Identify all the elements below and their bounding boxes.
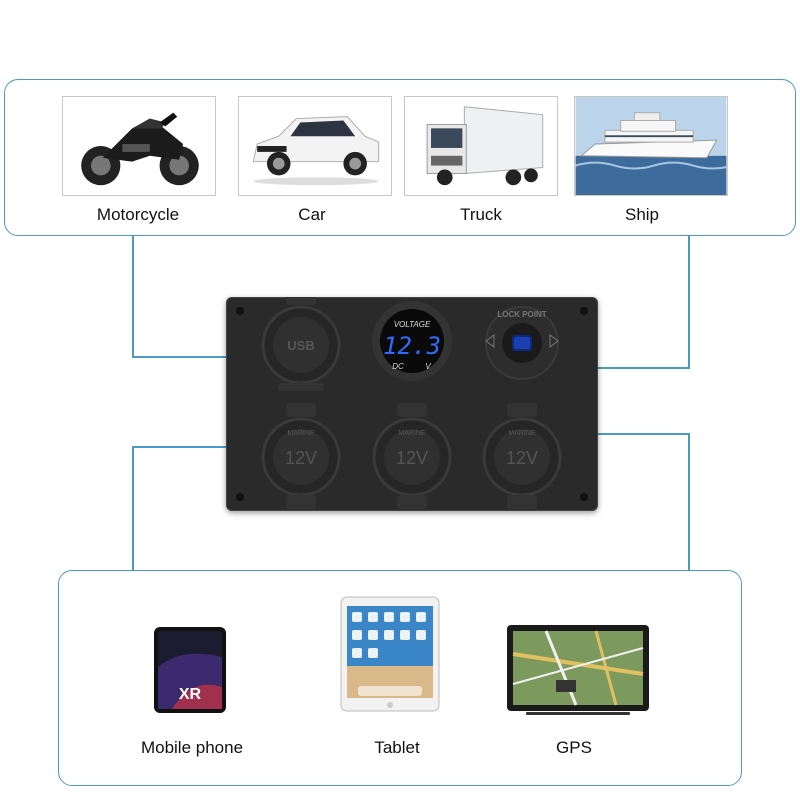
vehicle-label-truck: Truck [460,205,502,224]
gps-icon [507,625,649,715]
device-label-gps: GPS [556,738,592,757]
gps-image [506,624,650,716]
connector-line [688,236,690,368]
truck-icon [405,97,557,195]
mobile-phone-image: XR [152,627,228,713]
device-label-tablet: Tablet [374,738,420,757]
usb-socket[interactable]: USB [261,297,341,391]
connector-line [598,367,690,369]
phone-icon: XR [154,627,226,713]
socket-rating: 12V [506,448,538,468]
motorcycle-image [62,96,216,196]
truck-image [404,96,558,196]
connector-line [132,236,134,357]
switch-label: LOCK POINT [497,310,546,319]
ship-icon [575,97,727,195]
usb-socket-label: USB [287,338,314,353]
connector-line [132,446,226,448]
connector-line [598,433,690,435]
motorcycle-icon [63,97,215,195]
voltmeter-dc: DC [392,362,404,371]
vehicle-label-car: Car [298,205,326,224]
ship-image [574,96,728,196]
car-image [238,96,392,196]
socket-brand: MARINE [398,430,426,437]
vehicle-label-ship: Ship [624,205,660,224]
connector-line [132,356,226,358]
voltmeter-title: VOLTAGE [394,320,431,329]
connector-line [132,446,134,570]
tablet-icon [340,596,440,712]
socket-12v-1[interactable]: MARINE 12V [261,403,341,509]
socket-12v-3[interactable]: MARINE 12V [482,403,562,509]
socket-12v-2[interactable]: MARINE 12V [372,403,452,509]
socket-rating: 12V [396,448,428,468]
vehicle-label-motorcycle: Motorcycle [96,205,180,224]
socket-rating: 12V [285,448,317,468]
socket-brand: MARINE [287,430,315,437]
voltmeter-unit: V [425,362,431,371]
car-icon [239,97,391,195]
voltmeter-reading: 12.3 [383,332,441,360]
switch-panel: USB VOLTAGE 12.3 DC V LOCK POINT [226,297,598,511]
voltmeter: VOLTAGE 12.3 DC V [372,301,452,381]
svg-text:XR: XR [179,686,202,703]
device-label-mobile-phone: Mobile phone [140,738,244,757]
rocker-switch[interactable]: LOCK POINT [485,306,559,380]
socket-brand: MARINE [508,430,536,437]
switch-panel-graphic: USB VOLTAGE 12.3 DC V LOCK POINT [236,297,588,509]
connector-line [688,433,690,570]
tablet-image [340,596,440,712]
